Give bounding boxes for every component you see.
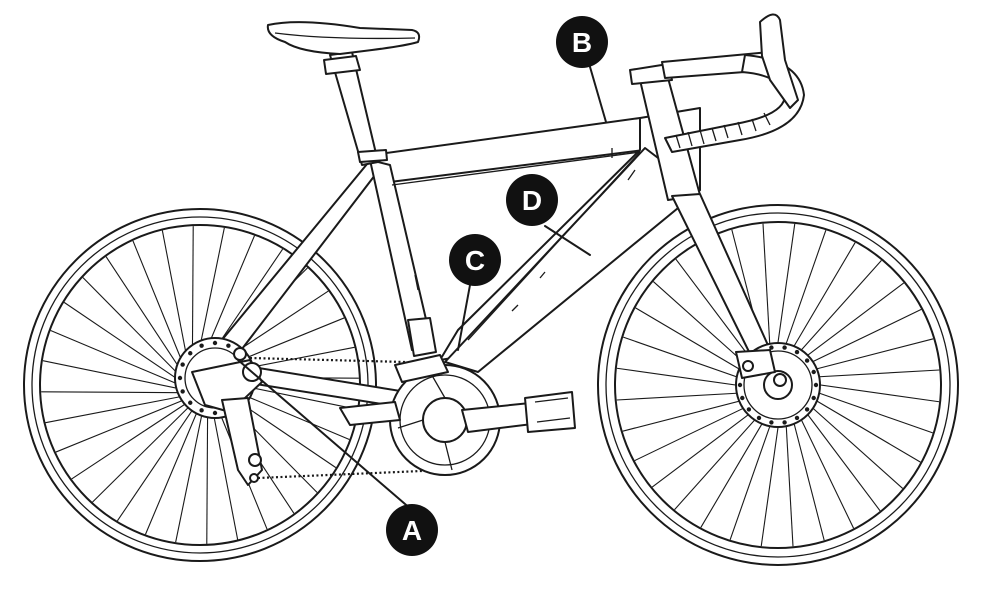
spoke [45,395,184,424]
callout-c: C [449,234,501,286]
spoke [175,404,205,543]
leader-line-b [587,59,607,123]
rotor-hole [794,349,800,355]
rotor-hole [769,345,774,350]
rotor-hole [804,358,810,363]
callout-leader-lines [237,59,607,511]
callout-d: D [506,174,558,226]
spoke [210,401,239,540]
rotor-hole [746,407,752,412]
rotor-hole [226,343,231,348]
spoke [92,403,193,503]
callout-label-d: D [522,185,542,216]
spoke [82,277,182,378]
spoke [42,360,181,390]
rotor-hole [180,389,185,394]
seatpost-saddle [266,21,421,166]
rotor-hole [188,351,193,356]
spoke [50,329,181,386]
callout-label-a: A [402,515,422,546]
spoke [105,256,184,375]
callout-label-b: B [572,27,592,58]
spoke [71,401,190,480]
callout-badge-c [449,234,501,286]
front-disc-rotor [735,342,821,428]
rotor-hole [737,382,743,388]
rotor-hole [813,382,819,388]
callout-badge-a [386,504,438,556]
spoke [116,404,197,522]
rotor-hole [769,420,774,425]
rotor-hole [804,407,810,412]
rotor-hole [740,395,745,401]
callout-b: B [556,16,608,68]
spoke [161,230,190,369]
front-derailleur [394,317,449,383]
spoke [206,403,209,544]
handlebar [629,13,805,153]
leader-line-a [237,359,413,511]
rotor-hole [199,408,204,413]
callout-a: A [386,504,438,556]
rotor-hole [177,375,183,381]
rotor-hole [811,395,816,401]
callout-label-c: C [465,245,485,276]
rotor-hole [811,369,816,375]
crankset [339,364,576,476]
chain [249,356,446,480]
spoke [55,398,187,453]
spoke [132,240,187,372]
rotor-hole [212,340,218,346]
spoke [191,226,194,367]
rotor-hole [199,343,204,348]
rotor-hole [180,362,185,367]
rotor-hole [212,410,218,416]
frame [369,77,701,373]
spoke [63,301,181,382]
rotor-hole [782,420,787,425]
leader-line-d [544,225,591,256]
rotor-hole [188,400,193,405]
rotor-hole [782,345,787,350]
callout-badge-d [506,174,558,226]
callout-badge-b [556,16,608,68]
leader-line-c [457,284,471,351]
rotor-hole [756,415,762,421]
rotor-hole [794,415,800,421]
spoke [41,391,182,394]
spoke [144,404,201,535]
